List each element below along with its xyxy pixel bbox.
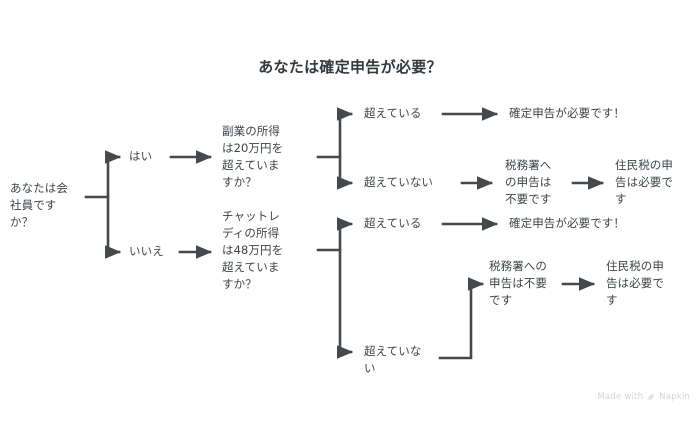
node-question-side-income[interactable]: 副業の所得 は20万円を 超えていま すか？ — [222, 124, 284, 189]
watermark-made-with-label: Made with — [597, 392, 644, 402]
page-title: あなたは確定申告が必要？ — [258, 58, 442, 76]
watermark-brand-label: Napkin — [659, 392, 690, 402]
node-root[interactable]: あなたは会 社員です か？ — [10, 181, 68, 229]
node-result-no-tax-office-top[interactable]: 税務署へ の申告は 不要です — [505, 158, 552, 206]
watermark: Made with Napkin — [597, 392, 690, 402]
node-result-resident-tax-top[interactable]: 住民税の申 告は必要で す — [615, 158, 673, 206]
edge-label-under-bottom: 超えていな い — [364, 344, 422, 375]
edge-label-yes: はい — [129, 149, 153, 163]
node-result-filing-required-top[interactable]: 確定申告が必要です！ — [509, 106, 625, 120]
edge-label-no: いいえ — [129, 244, 164, 258]
node-question-chatlady-income[interactable]: チャットレ ディの所得 は48万円を 超えていま すか？ — [222, 209, 284, 291]
wire-under-bottom-elbow — [438, 282, 473, 360]
edge-label-under-top: 超えていない — [364, 175, 434, 189]
node-result-no-tax-office-bottom[interactable]: 税務署への 申告は不要 です — [489, 259, 547, 307]
edge-label-over-bottom: 超えている — [364, 216, 422, 230]
napkin-leaf-icon — [647, 393, 655, 401]
node-result-filing-required-bottom[interactable]: 確定申告が必要です！ — [509, 216, 625, 230]
node-result-resident-tax-bottom[interactable]: 住民税の申 告は必要で す — [606, 259, 664, 307]
edge-label-over-top: 超えている — [364, 106, 422, 120]
